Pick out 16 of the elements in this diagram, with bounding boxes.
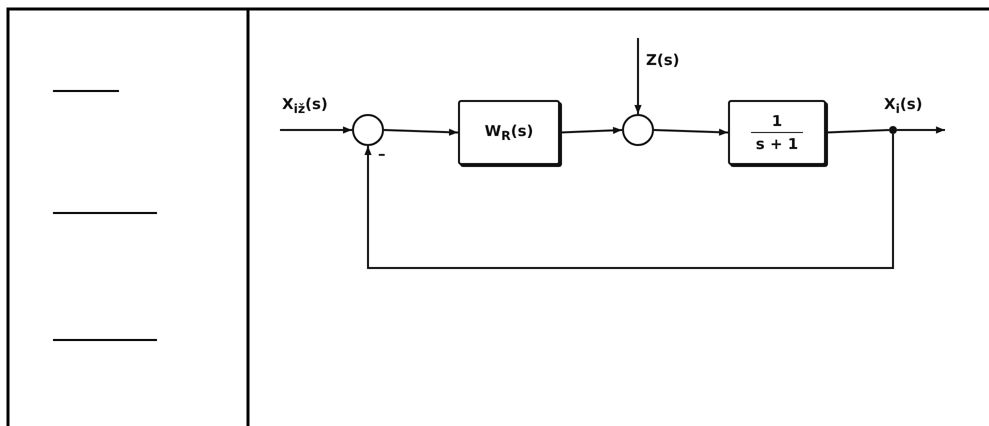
summing-junction-circle bbox=[352, 114, 384, 146]
connector-line bbox=[826, 129, 890, 134]
arrow bbox=[384, 128, 458, 136]
arrow bbox=[654, 128, 728, 136]
numerator-text: 1 bbox=[772, 112, 782, 129]
arrow bbox=[560, 126, 622, 134]
branch-point-dot bbox=[889, 126, 897, 134]
arrow bbox=[897, 126, 945, 134]
transfer-function-block bbox=[728, 100, 826, 165]
controller-block bbox=[458, 100, 560, 165]
arrow bbox=[364, 134, 894, 269]
summing-junction-circle bbox=[622, 114, 654, 146]
denominator-text: s + 1 bbox=[756, 136, 798, 152]
block-label: W$_{R}$(s) bbox=[484, 122, 534, 142]
arrow bbox=[280, 126, 352, 134]
arrow bbox=[634, 38, 642, 114]
